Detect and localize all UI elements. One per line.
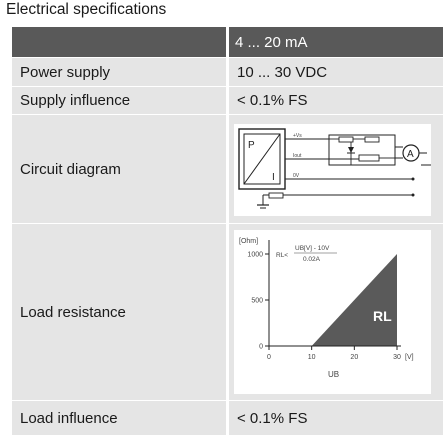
x-unit-label: [V] xyxy=(405,354,414,361)
load-resistance-cell: [Ohm] RL< UB[V] - 10V 0.02A RL [V] UB 0 5… xyxy=(229,224,443,400)
table-row-supply-influence: Supply influence < 0.1% FS xyxy=(12,87,443,115)
transducer-box xyxy=(243,133,281,185)
load-resistance-label: Load resistance xyxy=(12,224,229,400)
formula-numerator: UB[V] - 10V xyxy=(295,245,330,252)
circuit-diagram-cell: P I +Vs Iout 0V xyxy=(229,115,443,223)
sensor-box-label: P xyxy=(248,140,255,151)
spec-table: 4 ... 20 mA Power supply 10 ... 30 VDC S… xyxy=(12,27,443,436)
circuit-diagram-label: Circuit diagram xyxy=(12,115,229,223)
wire-label-0v: 0V xyxy=(293,173,300,179)
power-supply-label: Power supply xyxy=(12,58,229,86)
area-label: RL xyxy=(373,308,392,324)
output-label: I xyxy=(272,172,275,183)
y-tick-label: 1000 xyxy=(247,252,263,259)
x-tick-label: 0 xyxy=(267,354,271,361)
power-supply-block xyxy=(328,134,396,166)
x-tick-label: 20 xyxy=(350,354,358,361)
load-influence-value: < 0.1% FS xyxy=(229,401,443,435)
table-row-load-influence: Load influence < 0.1% FS xyxy=(12,401,443,436)
load-area xyxy=(311,254,397,346)
header-label-cell xyxy=(12,27,229,57)
ammeter-label: A xyxy=(407,149,414,160)
header-output-signal: 4 ... 20 mA xyxy=(229,27,443,57)
wire-label-iout: Iout xyxy=(293,153,302,159)
supply-influence-value: < 0.1% FS xyxy=(229,87,443,114)
x-axis-label: UB xyxy=(328,370,339,379)
table-header-row: 4 ... 20 mA xyxy=(12,27,443,58)
table-row-power-supply: Power supply 10 ... 30 VDC xyxy=(12,58,443,87)
wire-label-vs: +Vs xyxy=(293,133,302,139)
formula-denominator: 0.02A xyxy=(303,256,321,263)
y-tick-label: 0 xyxy=(259,344,263,351)
table-row-circuit-diagram: Circuit diagram P I +Vs Iout 0V xyxy=(12,115,443,224)
page-title: Electrical specifications xyxy=(6,1,167,18)
y-tick-label: 500 xyxy=(251,298,263,305)
x-tick-label: 10 xyxy=(308,354,316,361)
y-unit-label: [Ohm] xyxy=(239,238,258,245)
circuit-diagram: P I +Vs Iout 0V xyxy=(234,124,431,216)
load-resistance-chart: [Ohm] RL< UB[V] - 10V 0.02A RL [V] UB 0 5… xyxy=(234,230,431,394)
supply-influence-label: Supply influence xyxy=(12,87,229,114)
load-influence-label: Load influence xyxy=(12,401,229,435)
x-tick-label: 30 xyxy=(393,354,401,361)
formula-lhs: RL< xyxy=(276,252,288,259)
power-supply-value: 10 ... 30 VDC xyxy=(229,58,443,86)
table-row-load-resistance: Load resistance [Ohm] RL< UB[V] - 10V 0.… xyxy=(12,224,443,401)
